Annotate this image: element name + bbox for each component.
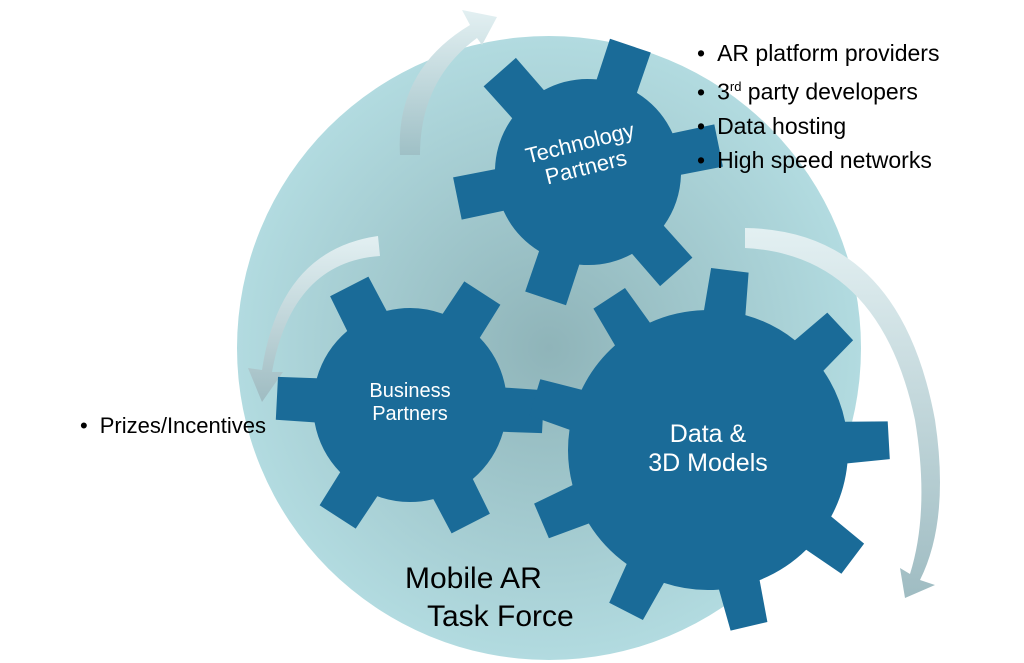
bullet: AR platform providers [697, 36, 939, 70]
technology-bullets: AR platform providers 3rd party develope… [697, 36, 939, 177]
arrow-left [248, 236, 380, 402]
task-force-title: Mobile AR Task Force [405, 560, 574, 636]
gear-data-label: Data & 3D Models [608, 420, 808, 478]
bullet: High speed networks [697, 143, 939, 177]
label-line: Business [369, 380, 451, 402]
title-line: Task Force [427, 600, 574, 633]
label-line: Data & [669, 420, 747, 448]
label-line: Partners [372, 403, 448, 425]
gear-business-label: Business Partners [330, 380, 490, 426]
label-line: 3D Models [648, 448, 768, 477]
arrow-top [399, 10, 497, 155]
gear-technology [453, 38, 723, 306]
gear-business [275, 276, 545, 534]
business-bullets: Prizes/Incentives [80, 409, 266, 443]
bullet: Data hosting [697, 109, 939, 143]
arrow-right [745, 228, 940, 598]
bullet: Prizes/Incentives [80, 409, 266, 443]
bullet: 3rd party developers [697, 70, 939, 109]
gear-data [529, 268, 890, 631]
title-line: Mobile AR [405, 562, 542, 595]
